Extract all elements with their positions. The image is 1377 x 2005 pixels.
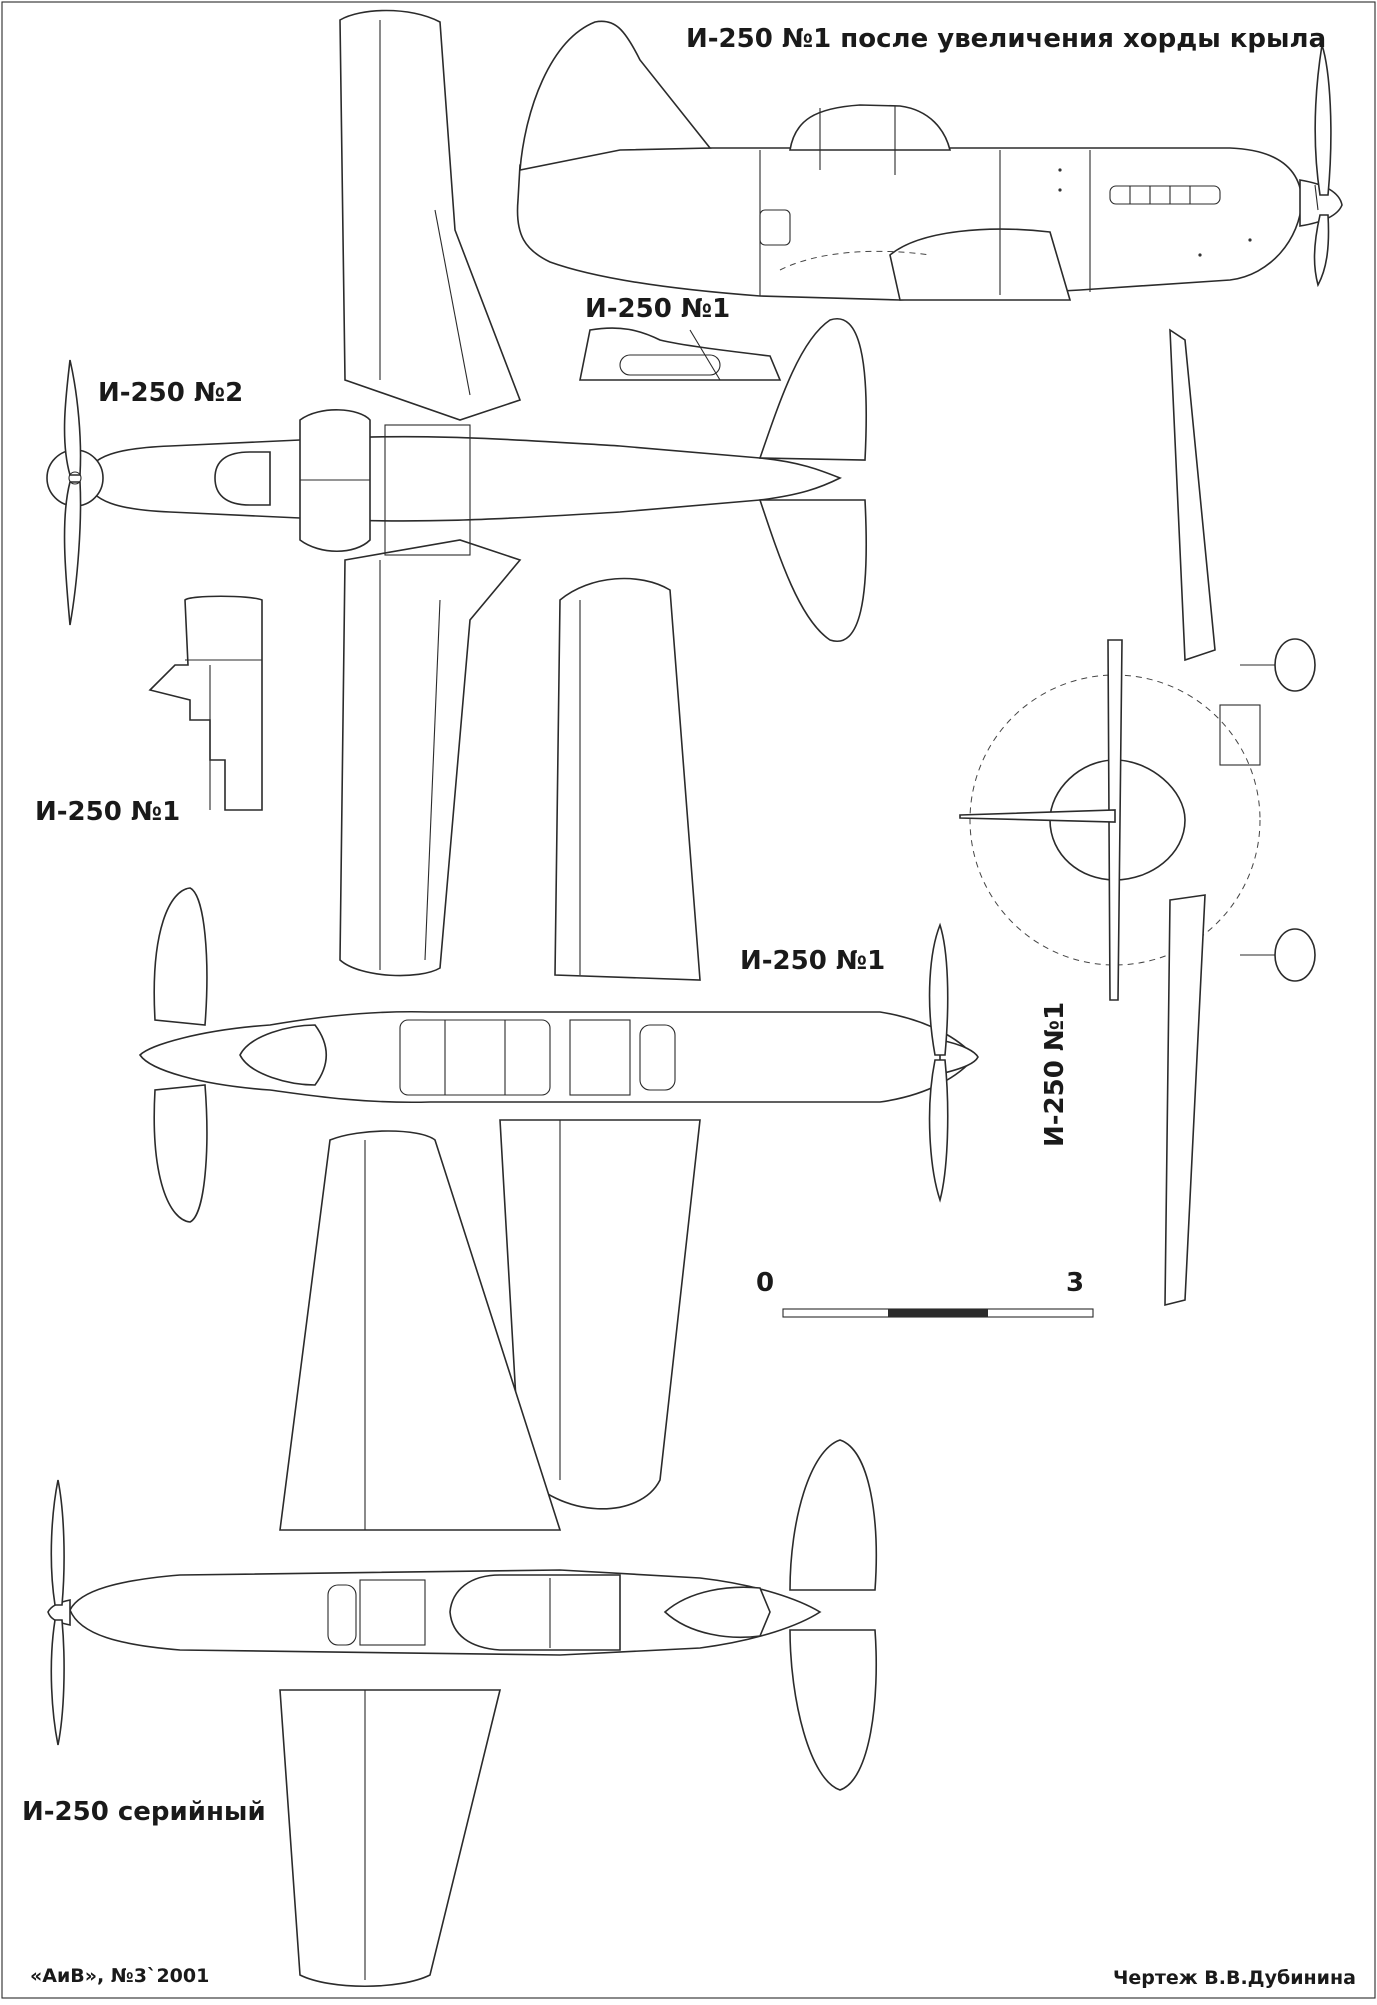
plan-view-no2 (46, 9, 868, 977)
plan-view-serial (47, 1130, 878, 1988)
canopy-detail (148, 595, 263, 811)
side-view-aircraft (516, 20, 1343, 301)
title-side-view: И-250 №1 после увеличения хорды крыла (686, 24, 1327, 54)
label-plan-no1: И-250 №1 (740, 946, 886, 976)
side-view-small (579, 327, 782, 381)
label-front-view: И-250 №1 (1040, 1001, 1070, 1147)
scale-label-start: 0 (756, 1268, 775, 1298)
label-plan-serial: И-250 серийный (22, 1797, 266, 1827)
label-canopy-detail: И-250 №1 (35, 797, 181, 827)
plan-view-no1 (138, 577, 979, 1510)
credit-author: Чертеж В.В.Дубинина (1113, 1967, 1356, 1989)
scale-label-end: 3 (1066, 1268, 1085, 1298)
label-plan-no2: И-250 №2 (98, 378, 244, 408)
front-view-aircraft (959, 328, 1316, 1307)
scale-bar (782, 1308, 1094, 1318)
credit-publication: «АиВ», №3`2001 (30, 1965, 210, 1987)
label-side-small: И-250 №1 (585, 294, 731, 324)
